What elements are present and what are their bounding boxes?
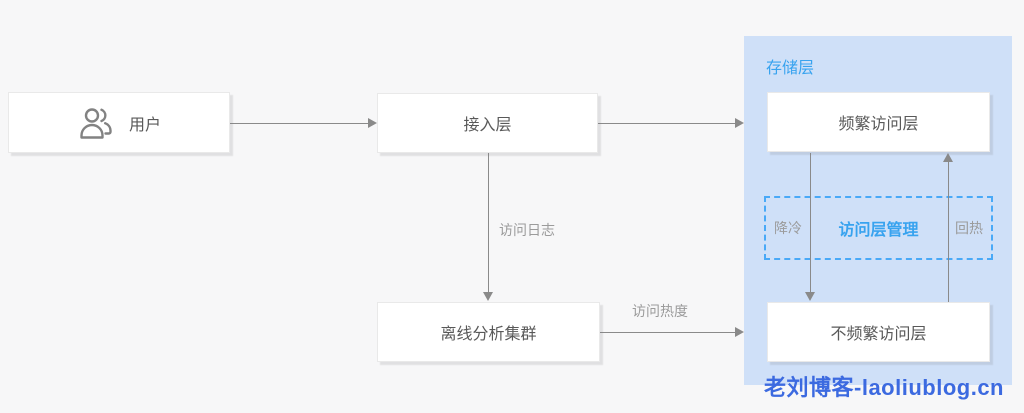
reheat-label: 回热 — [954, 220, 983, 236]
arrowhead-access-to-storage — [735, 118, 744, 128]
arrowhead-offline-to-storage — [735, 327, 744, 337]
node-offline-analysis-cluster: 离线分析集群 — [377, 302, 600, 362]
node-user: 用户 — [8, 92, 230, 153]
node-frequent-access-layer-label: 频繁访问层 — [838, 116, 919, 133]
access-tier-management-box: 降冷 访问层管理 回热 — [764, 196, 993, 260]
access-tier-management-label: 访问层管理 — [838, 222, 919, 239]
node-infrequent-access-layer-label: 不频繁访问层 — [830, 326, 927, 343]
storage-layer-title: 存储层 — [766, 60, 815, 77]
arrowhead-reheat — [943, 153, 953, 162]
node-infrequent-access-layer: 不频繁访问层 — [767, 302, 990, 362]
cool-down-label: 降冷 — [774, 220, 802, 236]
arrowhead-access-to-offline — [483, 292, 493, 301]
arrowhead-cool-down — [805, 292, 815, 301]
arrow-line-reheat — [948, 162, 949, 302]
arrowhead-user-to-access — [368, 118, 377, 128]
arrow-line-user-to-access — [230, 123, 369, 124]
node-access-layer: 接入层 — [377, 93, 598, 153]
edge-label-access-heat: 访问热度 — [632, 303, 688, 319]
users-icon — [77, 106, 115, 140]
node-frequent-access-layer: 频繁访问层 — [767, 92, 990, 152]
arrow-line-access-to-storage — [598, 123, 736, 124]
edge-label-access-log: 访问日志 — [499, 222, 555, 238]
arrow-line-cool-down — [810, 153, 811, 293]
node-offline-analysis-cluster-label: 离线分析集群 — [440, 326, 537, 343]
node-access-layer-label: 接入层 — [463, 117, 512, 134]
arrow-line-offline-to-storage — [600, 332, 736, 333]
arrow-line-access-to-offline — [488, 153, 489, 292]
watermark-blog-url: 老刘博客-laoliublog.cn — [764, 375, 1004, 400]
node-user-label: 用户 — [128, 116, 161, 134]
